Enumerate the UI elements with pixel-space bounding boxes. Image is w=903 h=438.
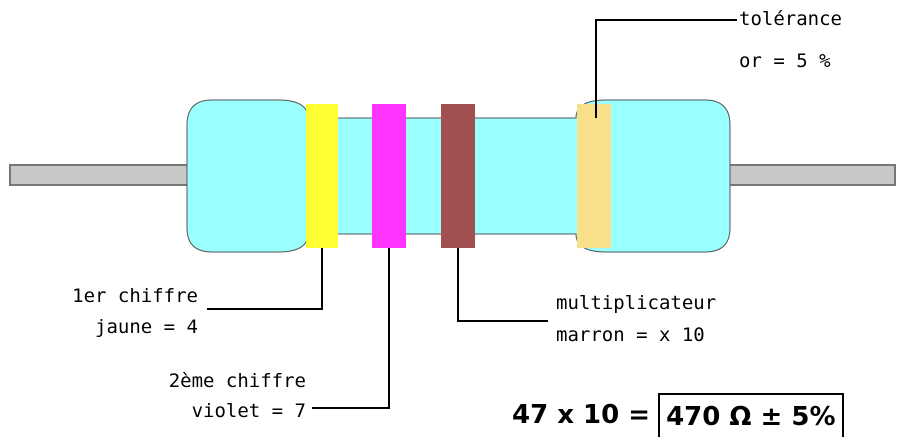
second-digit-value: violet = 7 (191, 400, 306, 422)
band-yellow (306, 104, 338, 248)
left-wire (9, 164, 191, 186)
leader-second-digit (312, 248, 390, 409)
tolerance-value: or = 5 % (739, 50, 831, 72)
formula-result: 470 Ω ± 5% (658, 393, 844, 437)
leader-tolerance (595, 19, 737, 118)
band-brown (441, 104, 475, 248)
band-violet (372, 104, 406, 248)
second-digit-title: 2ème chiffre (168, 370, 306, 392)
tolerance-title: tolérance (739, 8, 842, 30)
right-wire (724, 164, 896, 186)
band-gold (577, 104, 611, 248)
multiplier-value: marron = x 10 (556, 324, 705, 346)
first-digit-title: 1er chiffre (72, 285, 198, 307)
leader-first-digit (207, 248, 323, 310)
multiplier-title: multiplicateur (556, 292, 717, 314)
first-digit-value: jaune = 4 (95, 316, 198, 338)
formula-expression: 47 x 10 = (512, 400, 651, 430)
resistance-formula: 47 x 10 = 470 Ω ± 5% (512, 392, 844, 438)
leader-multiplier (457, 248, 548, 322)
